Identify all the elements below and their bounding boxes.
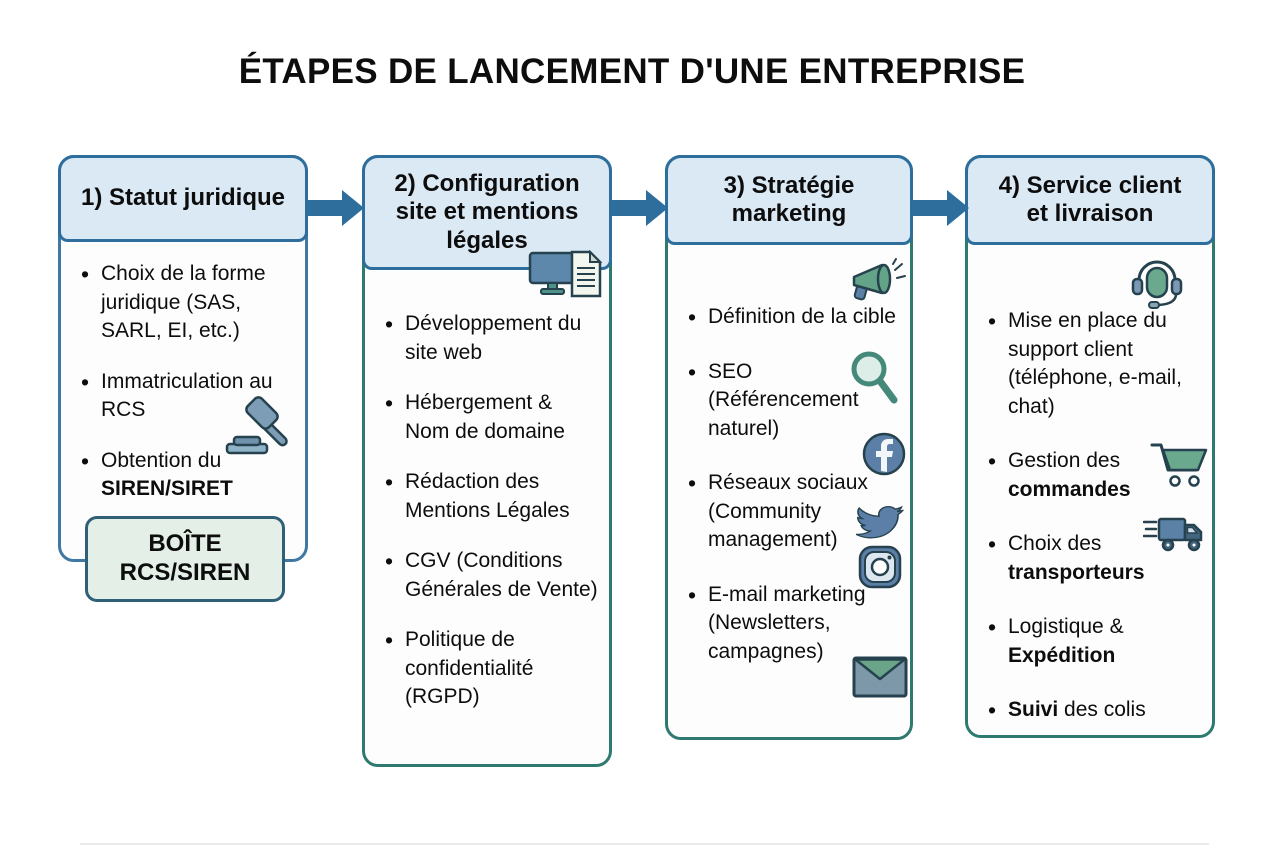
instagram-icon — [858, 545, 902, 589]
megaphone-icon — [852, 258, 906, 301]
list-item: Choix de la forme juridique (SAS, SARL, … — [79, 259, 295, 346]
page-title: ÉTAPES DE LANCEMENT D'UNE ENTREPRISE — [238, 52, 1026, 91]
list-item: Hébergement & Nom de domaine — [383, 388, 599, 446]
card4-list: Mise en place du support client (télépho… — [986, 306, 1202, 726]
computer-document-icon — [528, 250, 603, 298]
list-item: CGV (Conditions Générales de Vente) — [383, 546, 599, 604]
card-statut-juridique: 1) Statut juridique Choix de la forme ju… — [58, 155, 308, 562]
headset-icon — [1131, 260, 1183, 309]
list-item: Mise en place du support client (télépho… — [986, 306, 1198, 421]
list-item: Obtention du SIREN/SIRET — [79, 446, 295, 504]
rcs-siren-box: BOÎTE RCS/SIREN — [85, 516, 285, 602]
twitter-icon — [856, 505, 904, 539]
flow-arrow-2 — [610, 190, 668, 226]
card2-list: Développement du site web Hébergement & … — [383, 309, 599, 712]
envelope-icon — [852, 656, 908, 698]
list-item: E-mail marketing (Newsletters, campagnes… — [686, 580, 898, 667]
flow-arrow-1 — [306, 190, 364, 226]
card-service-client: 4) Service client et livraison Mise en p… — [965, 155, 1215, 738]
gavel-icon — [225, 396, 288, 455]
card1-list: Choix de la forme juridique (SAS, SARL, … — [79, 259, 295, 504]
magnifier-icon — [851, 351, 898, 404]
card3-header: 3) Stratégie marketing — [665, 155, 913, 245]
list-item: Politique de confidentialité (RGPD) — [383, 625, 599, 712]
card3-list: Définition de la cible SEO (Référencemen… — [686, 302, 906, 667]
list-item: Rédaction des Mentions Légales — [383, 467, 599, 525]
flow-arrow-3 — [911, 190, 969, 226]
list-item: SEO (Référencement naturel) — [686, 357, 898, 444]
delivery-truck-icon — [1143, 517, 1203, 552]
list-item: Immatriculation au RCS — [79, 367, 295, 425]
shopping-cart-icon — [1150, 443, 1208, 487]
bottom-divider — [80, 843, 1209, 845]
list-item: Développement du site web — [383, 309, 599, 367]
card1-header: 1) Statut juridique — [58, 155, 308, 242]
list-item: Suivi des colis — [986, 695, 1198, 726]
list-item: Logistique & Expédition — [986, 612, 1198, 670]
list-item: Gestion des commandes — [986, 446, 1198, 504]
facebook-icon — [862, 432, 906, 476]
list-item: Définition de la cible — [686, 302, 898, 333]
card-configuration-site: 2) Configuration site et mentions légale… — [362, 155, 612, 767]
card2-body: Développement du site web Hébergement & … — [365, 270, 609, 712]
card4-header: 4) Service client et livraison — [965, 155, 1215, 245]
card4-body: Mise en place du support client (télépho… — [968, 245, 1212, 726]
card2-header: 2) Configuration site et mentions légale… — [362, 155, 612, 270]
list-item: Réseaux sociaux (Community management) — [686, 468, 898, 555]
card1-body: Choix de la forme juridique (SAS, SARL, … — [61, 242, 305, 504]
card3-body: Définition de la cible SEO (Référencemen… — [668, 245, 910, 666]
list-item: Choix des transporteurs — [986, 529, 1198, 587]
